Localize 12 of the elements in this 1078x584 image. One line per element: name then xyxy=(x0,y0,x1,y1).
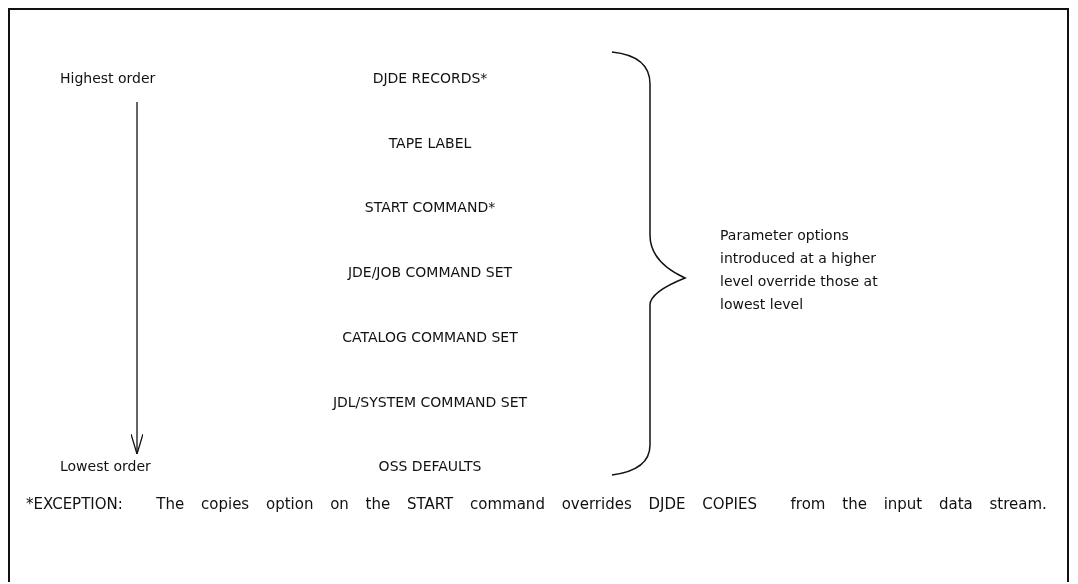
level-label: JDE/JOB COMMAND SET xyxy=(347,263,513,283)
level-label: TAPE LABEL xyxy=(388,133,472,153)
order-label: Highest order xyxy=(60,68,156,88)
arrow xyxy=(130,101,144,455)
level-label: CATALOG COMMAND SET xyxy=(342,327,518,347)
order-label: Lowest order xyxy=(60,456,151,476)
level-label: OSS DEFAULTS xyxy=(378,457,482,477)
note-text: Parameter options introduced at a higher level override those at lowest level xyxy=(720,226,879,314)
level-label: START COMMAND* xyxy=(364,198,496,218)
level-label: DJDE RECORDS* xyxy=(372,69,488,88)
level-label: JDL/SYSTEM COMMAND SET xyxy=(332,392,528,412)
footnote-text: *EXCEPTION: The copies option on the START command overrides DJDE COPIES from the input data stream. xyxy=(26,494,1048,514)
